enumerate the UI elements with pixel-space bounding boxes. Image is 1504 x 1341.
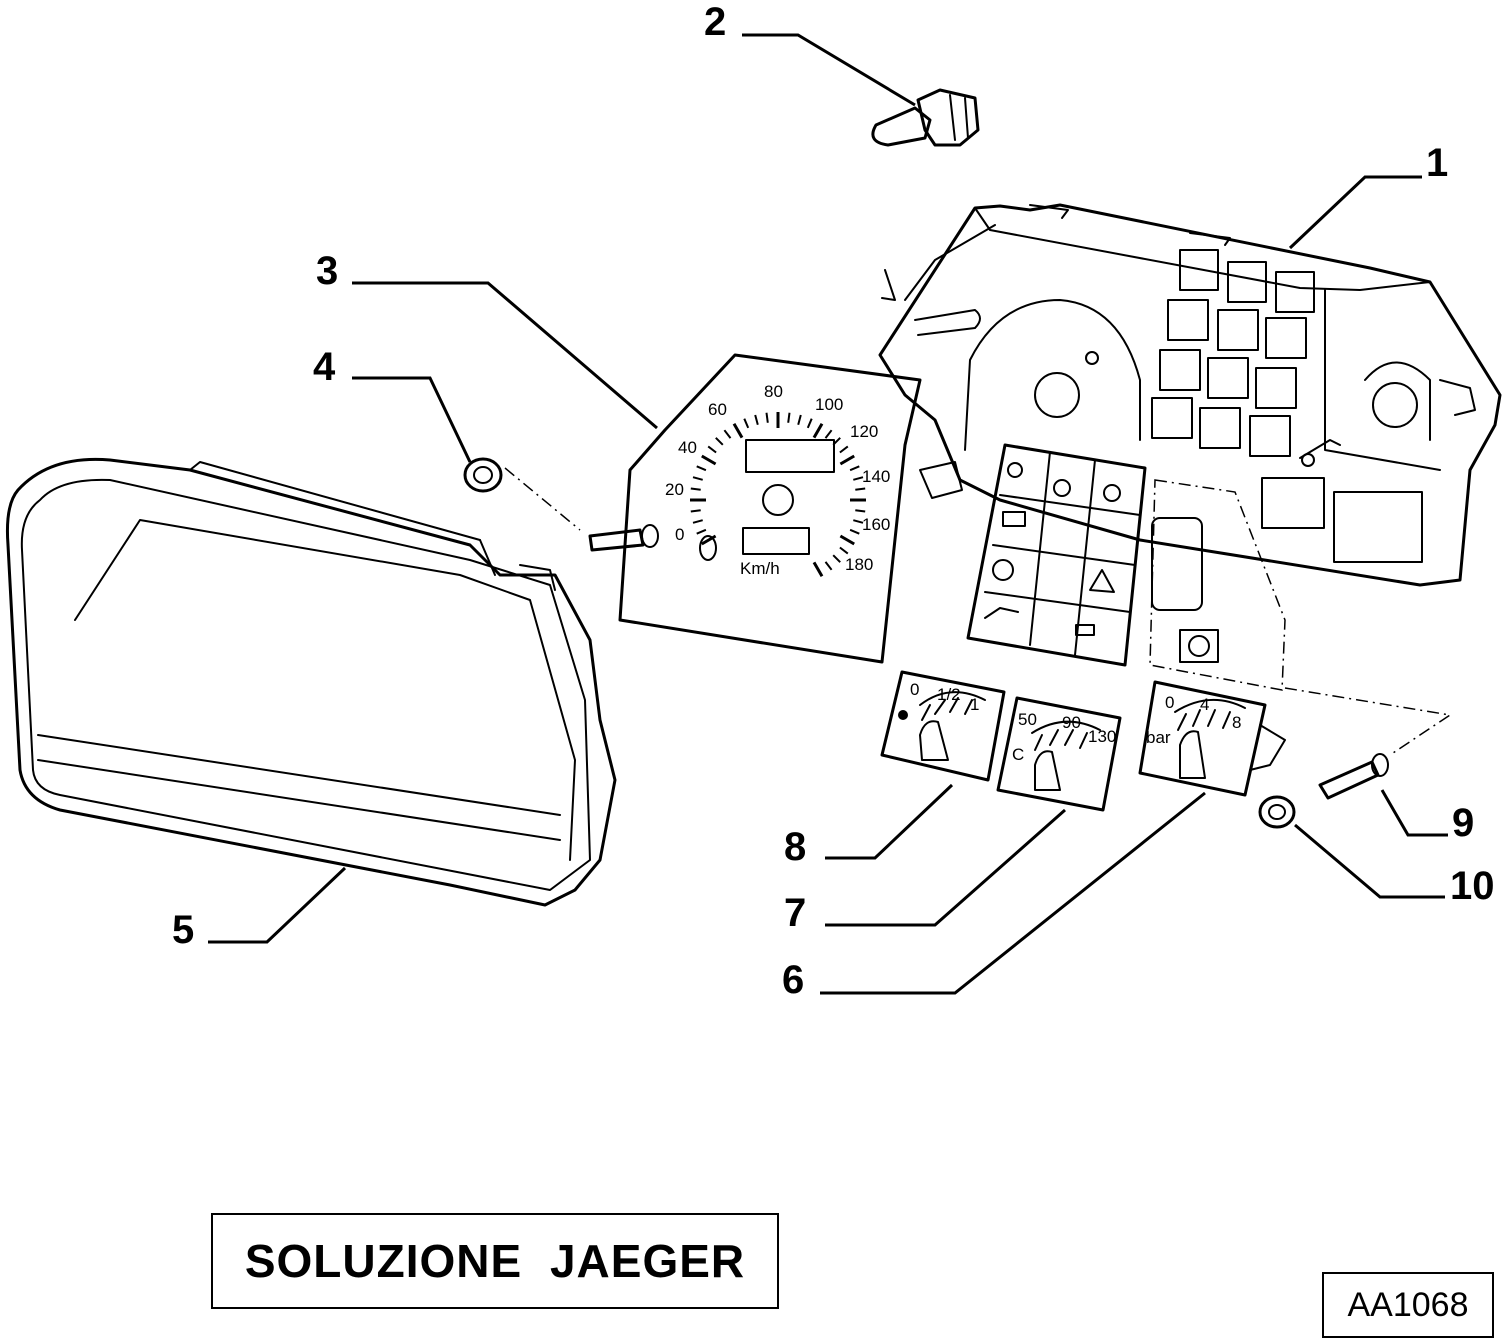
screw-left bbox=[588, 524, 659, 552]
trip-window bbox=[742, 527, 810, 555]
callout-3: 3 bbox=[316, 249, 338, 293]
callout-9: 9 bbox=[1452, 801, 1474, 845]
speed-label-160: 160 bbox=[862, 515, 890, 534]
speed-tick bbox=[765, 412, 769, 423]
callout-5: 5 bbox=[172, 908, 194, 952]
speed-tick bbox=[855, 487, 866, 491]
speedometer-ticks bbox=[690, 412, 866, 577]
speed-tick bbox=[692, 519, 703, 524]
speed-tick bbox=[690, 509, 701, 513]
speed-tick bbox=[824, 429, 833, 439]
drawing-code: AA1068 bbox=[1347, 1285, 1469, 1324]
speed-label-140: 140 bbox=[862, 467, 890, 486]
speed-tick bbox=[701, 454, 717, 466]
fuel-label-half: 1/2 bbox=[937, 685, 961, 704]
speed-tick bbox=[754, 414, 759, 425]
title-text: SOLUZIONE JAEGER bbox=[244, 1235, 746, 1287]
speed-tick bbox=[707, 445, 717, 454]
bulb-holder bbox=[871, 88, 980, 147]
speed-tick bbox=[723, 429, 732, 439]
speed-label-100: 100 bbox=[815, 395, 843, 414]
speedometer-dial: 0 20 40 60 80 100 120 140 160 180 Km/h bbox=[618, 353, 922, 664]
speed-tick bbox=[839, 546, 849, 555]
title-box: SOLUZIONE JAEGER bbox=[211, 1213, 779, 1309]
temp-label-c: C bbox=[1012, 745, 1024, 764]
speed-label-40: 40 bbox=[678, 438, 697, 457]
fuel-label-1: 1 bbox=[970, 695, 979, 714]
warning-light-panel bbox=[966, 443, 1147, 667]
connector-ring bbox=[1188, 635, 1210, 657]
speed-tick bbox=[690, 487, 701, 491]
callout-4: 4 bbox=[313, 345, 336, 389]
odometer-window bbox=[745, 439, 835, 473]
front-bezel bbox=[6, 457, 617, 907]
speed-tick bbox=[701, 534, 717, 546]
speed-tick bbox=[849, 465, 860, 472]
speed-tick bbox=[812, 561, 824, 577]
speed-tick bbox=[853, 519, 864, 524]
speed-tick bbox=[787, 412, 791, 423]
speed-tick bbox=[839, 534, 855, 546]
speed-tick bbox=[732, 423, 744, 439]
speed-label-60: 60 bbox=[708, 400, 727, 419]
speed-tick bbox=[853, 476, 864, 481]
speed-tick bbox=[824, 561, 833, 571]
speed-tick bbox=[832, 554, 841, 563]
axis-line-right bbox=[1284, 687, 1453, 756]
car-silhouette bbox=[1151, 517, 1203, 611]
speed-tick bbox=[855, 509, 866, 513]
speed-tick bbox=[743, 418, 750, 429]
callout-2: 2 bbox=[704, 0, 726, 44]
temp-label-130: 130 bbox=[1088, 727, 1116, 746]
nut-10 bbox=[1258, 795, 1296, 829]
temp-label-90: 90 bbox=[1062, 713, 1081, 732]
callout-1: 1 bbox=[1426, 141, 1448, 185]
oil-label-8: 8 bbox=[1232, 713, 1241, 732]
speed-unit: Km/h bbox=[740, 559, 780, 578]
speed-tick bbox=[696, 528, 707, 535]
fuel-label-0: 0 bbox=[910, 680, 919, 699]
speed-tick bbox=[839, 445, 849, 454]
speed-tick bbox=[692, 476, 703, 481]
oil-pressure-gauge: 0 4 8 bar bbox=[1138, 680, 1286, 797]
oil-label-0: 0 bbox=[1165, 693, 1174, 712]
speed-tick bbox=[797, 414, 802, 425]
speed-label-120: 120 bbox=[850, 422, 878, 441]
oil-unit: bar bbox=[1146, 728, 1171, 747]
housing-grid bbox=[1151, 249, 1423, 563]
temperature-gauge: 50 90 130 C bbox=[996, 696, 1122, 812]
speedo-drive-peg bbox=[919, 461, 963, 499]
speed-tick bbox=[832, 437, 841, 446]
speed-tick bbox=[696, 465, 707, 472]
screw-9 bbox=[1318, 753, 1389, 800]
callout-8: 8 bbox=[784, 825, 806, 869]
speed-label-20: 20 bbox=[665, 480, 684, 499]
fuel-gauge: 0 1/2 1 bbox=[880, 670, 1006, 782]
speed-label-0: 0 bbox=[675, 525, 684, 544]
callout-7: 7 bbox=[784, 891, 806, 935]
temp-label-50: 50 bbox=[1018, 710, 1037, 729]
speed-label-180: 180 bbox=[845, 555, 873, 574]
drawing-code-box: AA1068 bbox=[1322, 1272, 1494, 1338]
speed-tick bbox=[849, 528, 860, 535]
speed-tick bbox=[715, 437, 724, 446]
axis-line-left bbox=[504, 467, 581, 531]
leader-lines bbox=[208, 33, 1448, 995]
callout-10: 10 bbox=[1450, 864, 1495, 908]
speed-tick bbox=[812, 423, 824, 439]
oil-label-4: 4 bbox=[1200, 695, 1209, 714]
connector-socket bbox=[1179, 629, 1219, 663]
nut-4 bbox=[463, 457, 503, 493]
speed-label-80: 80 bbox=[764, 382, 783, 401]
speed-tick bbox=[839, 454, 855, 466]
needle-hub bbox=[762, 484, 794, 516]
speed-tick bbox=[806, 418, 813, 429]
instrument-housing bbox=[878, 203, 1502, 587]
callout-6: 6 bbox=[782, 958, 804, 1002]
